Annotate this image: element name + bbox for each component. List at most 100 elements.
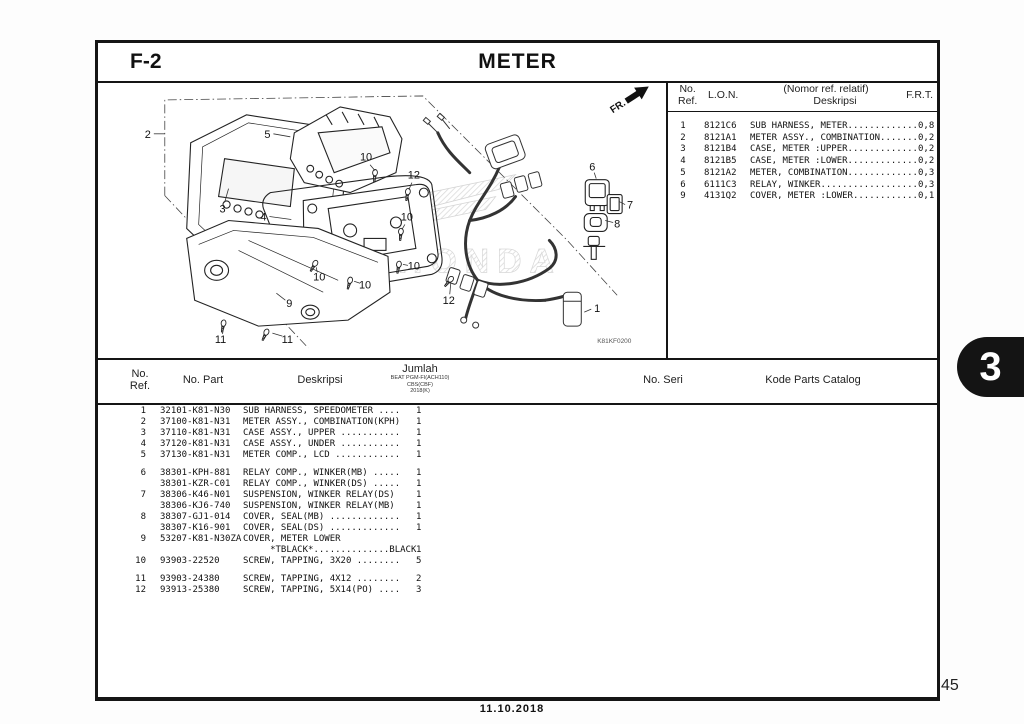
part-desc: SUB HARNESS, SPEEDOMETER .... [243,406,401,416]
part-number: 38306-K46-N01 [160,490,231,500]
lon-code: 6111C3 [704,179,737,190]
parts-header-kode: Kode Parts Catalog [765,374,861,386]
part-desc: SUSPENSION, WINKER RELAY(DS) [243,490,395,500]
parts-table-header: No. Ref. No. Part Deskripsi Jumlah BEAT … [98,358,937,405]
part-ref: 1 [140,406,146,416]
part-number: 53207-K81-N30ZA [160,534,242,544]
leader-lines [153,133,626,337]
part-number [160,545,243,556]
frt-value: 0,3 [917,179,935,190]
part-qty: 1 [416,523,422,533]
part-number: 37110-K81-N31 [160,428,231,438]
part-qty: 1 [416,406,422,416]
callout-7: 7 [627,200,633,212]
part-qty [416,534,440,545]
part-number: 38301-KPH-881 [160,468,231,478]
callout-6: 6 [589,162,595,174]
parts-header-no-part: No. Part [182,374,224,386]
callout-5: 5 [264,129,270,141]
part-desc: CASE ASSY., UNDER ........... [243,439,401,449]
section-code: F-2 [130,50,162,73]
part-desc: METER COMP., LCD ............ [243,450,401,460]
callout-11: 11 [215,334,226,346]
lon-code: 8121A1 [704,132,737,143]
part-qty: 1 [416,468,422,478]
ref-header-lon: L.O.N. [708,89,739,101]
callout-2: 2 [145,129,151,141]
footer-date: 11.10.2018 [479,703,545,715]
frt-value: 0,3 [917,167,935,178]
parts-row: 7 38306-K46-N01 SUSPENSION, WINKER RELAY(D… [98,490,937,501]
part-ref: 6 [140,468,146,478]
part-ref: 3 [140,428,146,438]
part-number: 93903-24380 [160,574,220,584]
parts-header-no-seri: No. Seri [643,374,683,386]
callout-3: 3 [220,204,226,216]
ref-no: 3 [680,144,686,155]
part-ref [98,501,146,512]
part-ref: 11 [135,574,146,584]
jumlah-model-2: CBS(CBF) [407,381,433,388]
part-qty: 1 [416,439,422,449]
part-number: 38307-GJ1-014 [160,512,231,522]
ref-desc: METER, COMBINATION............. [750,167,918,178]
part-ref: 10 [135,556,146,566]
callout-10: 10 [401,211,413,223]
lower-cover-drawing [186,219,391,327]
title-bar: F-2 METER [98,43,937,83]
part-desc: SCREW, TAPPING, 3X20 ........ [243,556,401,566]
part-desc: COVER, SEAL(MB) ............. [243,512,401,522]
part-ref: 4 [140,439,146,449]
part-number: 37120-K81-N31 [160,439,231,449]
ref-no: 6 [680,179,686,190]
frt-value: 0,2 [917,132,935,143]
part-number: 93913-25380 [160,585,220,595]
part-desc: SCREW, TAPPING, 4X12 ........ [243,574,401,584]
part-desc: METER ASSY., COMBINATION(KPH) [243,417,401,427]
part-qty: 1 [416,428,422,438]
callout-12: 12 [443,295,455,307]
part-number: 37100-K81-N31 [160,417,231,427]
part-qty: 5 [416,556,422,566]
part-number: 38307-K16-901 [160,523,231,533]
part-ref: 5 [140,450,146,460]
part-number: 37130-K81-N31 [160,450,231,460]
part-desc: RELAY COMP., WINKER(MB) ..... [243,468,401,478]
part-desc: *TBLACK*..............BLACK [243,545,417,555]
ref-no: 1 [680,121,686,131]
upper-case-drawing [289,106,403,194]
callout-10: 10 [360,152,372,164]
part-qty: 1 [416,450,422,460]
parts-row: 6 38301-KPH-881 RELAY COMP., WINKER(MB) ..… [98,468,937,479]
part-qty: 1 [416,479,422,489]
lon-code: 8121B4 [704,144,737,155]
parts-group: 11 93903-24380 SCREW, TAPPING, 4X12 ......… [98,574,937,596]
lon-code: 8121B5 [704,156,737,167]
frt-value: 0,2 [917,144,935,155]
ref-table-header: No. Ref. L.O.N. (Nomor ref. relatif) Des… [668,81,939,112]
part-ref: 7 [140,490,146,500]
part-number: 38301-KZR-C01 [160,479,231,489]
lon-code: 4131Q2 [704,191,737,202]
part-qty: 1 [416,490,422,500]
ref-no: 4 [680,156,686,167]
callout-12: 12 [408,170,420,182]
section-tab: 3 [957,337,1024,397]
part-qty: 3 [416,585,422,595]
ref-header-no-ref: No. Ref. [678,83,698,107]
part-desc: SCREW, TAPPING, 5X14(PO) .... [243,585,401,595]
parts-row: 11 93903-24380 SCREW, TAPPING, 4X12 ......… [98,574,937,585]
